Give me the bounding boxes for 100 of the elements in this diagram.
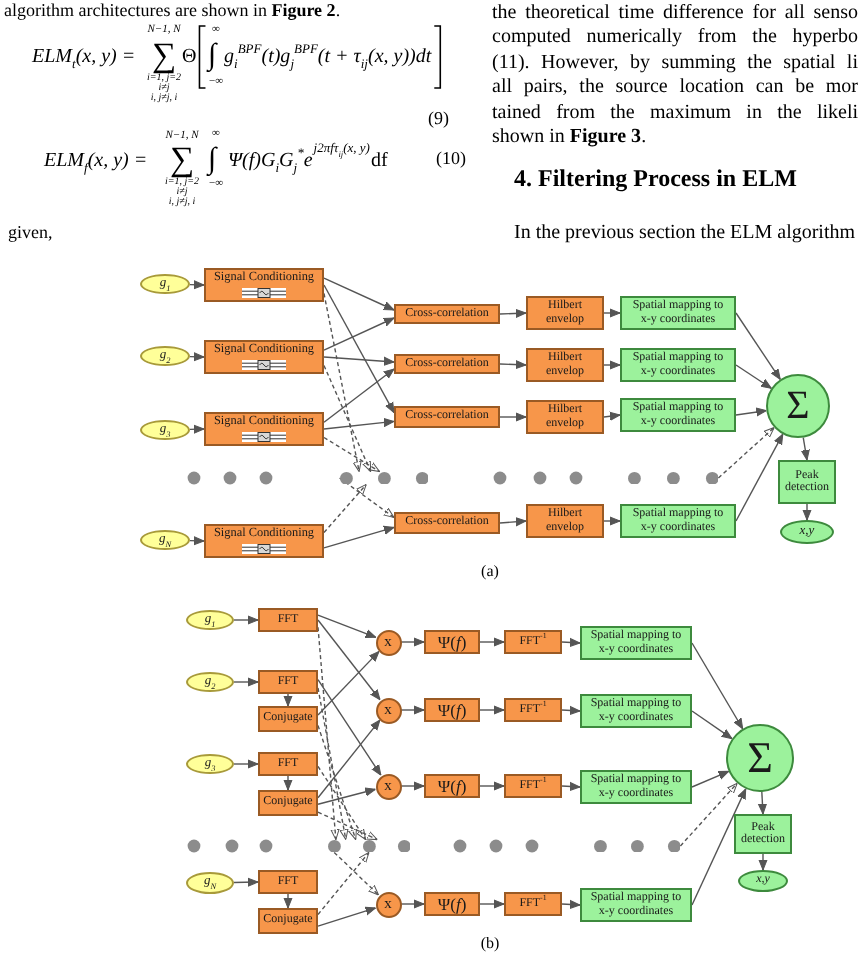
process-box <box>394 406 500 428</box>
arrow <box>323 368 395 423</box>
arrow <box>283 893 293 909</box>
process-box <box>778 460 836 504</box>
process-box <box>204 412 324 446</box>
process-box <box>258 870 318 894</box>
section-heading: 4. Filtering Process in ELM <box>514 166 797 194</box>
input-oval <box>186 672 234 692</box>
summing-circle <box>766 374 830 438</box>
arrow <box>400 781 425 791</box>
process-box <box>504 892 562 916</box>
dashed-arrow <box>679 782 738 847</box>
process-box <box>258 706 318 732</box>
arrow <box>317 678 382 776</box>
body-text: In the previous section the ELM algorithm <box>514 221 856 243</box>
arrow <box>691 788 747 906</box>
multiplier-circle <box>375 773 401 799</box>
multiplier-circle <box>375 697 401 723</box>
arrow <box>603 516 621 526</box>
arrow <box>499 412 527 422</box>
input-oval <box>186 754 234 774</box>
node-label: Σ <box>747 734 773 782</box>
multiplier-circle <box>375 891 401 917</box>
dashed-arrow <box>317 765 367 841</box>
arrow <box>283 775 293 791</box>
input-oval <box>140 420 190 440</box>
process-box <box>504 774 562 798</box>
arrow <box>603 360 621 370</box>
node-label: Σ <box>786 385 810 427</box>
equation-number: (9) <box>428 110 449 130</box>
arrow <box>800 436 810 461</box>
body-text: computed numerically from the hyperbo <box>492 26 858 48</box>
output-oval <box>780 520 834 544</box>
process-box <box>424 892 480 916</box>
arrow <box>317 650 380 716</box>
arrow <box>479 899 505 909</box>
input-oval <box>140 274 190 294</box>
process-box <box>504 698 562 722</box>
figure-label: (b) <box>480 935 500 953</box>
arrow <box>735 407 768 417</box>
arrow <box>317 614 377 639</box>
arrow <box>323 525 395 549</box>
body-text: the theoretical time difference for all senso <box>492 1 858 23</box>
arrow <box>233 615 259 625</box>
ellipsis-dots <box>327 839 411 853</box>
arrow <box>499 360 527 370</box>
dashed-arrow <box>717 426 775 479</box>
process-box <box>394 304 500 324</box>
node-label: Ψ(f) <box>437 777 467 795</box>
arrow <box>479 781 505 791</box>
arrow <box>603 411 621 421</box>
figure-label: (a) <box>481 563 499 581</box>
arrow <box>283 693 293 707</box>
process-box <box>526 348 604 382</box>
arrow <box>757 791 767 815</box>
node-label: Ψ(f) <box>437 633 467 651</box>
process-box <box>424 630 480 654</box>
process-box <box>734 814 792 854</box>
equation-term: Θ <box>182 45 197 67</box>
input-oval <box>140 346 190 366</box>
arrow <box>400 899 425 909</box>
arrow <box>323 277 395 311</box>
arrow <box>233 759 259 769</box>
process-box <box>258 908 318 934</box>
arrow <box>400 705 425 715</box>
dashed-arrow <box>323 364 372 473</box>
equation-term: ∑ <box>169 141 195 178</box>
body-text: tained from the maximum in the likeli <box>492 101 858 123</box>
process-box <box>258 752 318 776</box>
input-oval <box>140 530 190 550</box>
arrow <box>317 787 377 805</box>
arrow <box>317 619 381 701</box>
process-box <box>620 296 736 330</box>
process-box <box>580 888 692 922</box>
process-box <box>526 400 604 434</box>
input-oval <box>186 872 234 894</box>
multiplier-circle <box>375 629 401 655</box>
arrow <box>561 899 581 909</box>
input-oval <box>186 610 234 630</box>
process-box <box>580 626 692 660</box>
dashed-arrow <box>333 851 380 896</box>
arrow <box>317 906 377 927</box>
process-box <box>580 694 692 728</box>
body-text: given, <box>8 224 53 244</box>
dashed-arrow <box>317 811 378 841</box>
process-box <box>204 340 324 374</box>
arrow <box>233 877 259 887</box>
arrow <box>233 677 259 687</box>
process-box <box>620 504 736 538</box>
process-box <box>204 524 324 558</box>
dashed-arrow <box>323 483 367 534</box>
process-box <box>204 268 324 302</box>
arrow <box>735 433 784 522</box>
equation-term: df <box>370 149 388 171</box>
arrow <box>802 503 812 521</box>
equation-term: ∫ <box>207 143 217 177</box>
equation-term: ∑ <box>151 37 177 74</box>
process-box <box>504 630 562 654</box>
process-box <box>620 398 736 432</box>
arrow <box>691 642 744 730</box>
